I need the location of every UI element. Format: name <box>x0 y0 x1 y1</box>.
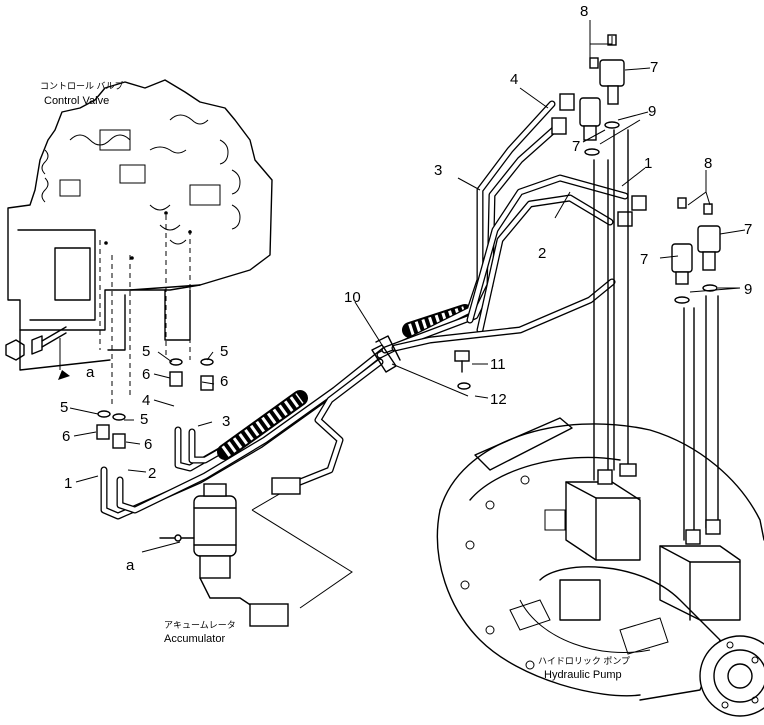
callout-12: 12 <box>490 391 507 408</box>
accumulator <box>159 477 353 627</box>
callout-6-a: 6 <box>142 366 150 383</box>
accumulator-label-jp: アキュームレータ <box>164 620 236 630</box>
callout-9-top: 9 <box>648 103 656 120</box>
clamp-assembly <box>371 335 471 397</box>
callout-6-b: 6 <box>220 373 228 390</box>
callout-7-lower-right: 7 <box>744 221 752 238</box>
pump-fittings-lower <box>617 195 721 304</box>
callout-11: 11 <box>490 356 506 373</box>
hose-bundle <box>100 100 629 520</box>
control-valve <box>5 79 273 405</box>
pump-fittings-upper <box>551 34 625 156</box>
callout-4-left: 4 <box>142 392 150 409</box>
text-labels: コントロール バルブ Control Valve アキュームレータ Accumu… <box>40 80 630 681</box>
callout-2-left: 2 <box>148 465 156 482</box>
callout-8-lower: 8 <box>704 155 712 172</box>
callout-5-c: 5 <box>60 399 68 416</box>
callout-5-d: 5 <box>140 411 148 428</box>
view-ref-a-top: a <box>86 364 95 381</box>
callout-7-lower-left: 7 <box>640 251 648 268</box>
hydraulic-pump <box>436 417 764 717</box>
callout-2-right: 2 <box>538 245 546 262</box>
callout-numbers: 8 7 4 9 7 1 3 8 7 7 2 9 10 11 12 5 5 6 6… <box>60 3 752 492</box>
valve-fittings <box>96 358 214 449</box>
callout-6-c: 6 <box>62 428 70 445</box>
callout-10: 10 <box>344 289 361 306</box>
view-ref-a-bottom: a <box>126 557 135 574</box>
leader-lines <box>59 20 746 553</box>
callout-5-a: 5 <box>142 343 150 360</box>
callout-1-right: 1 <box>644 155 652 172</box>
callout-3-left: 3 <box>222 413 230 430</box>
callout-7-top: 7 <box>650 59 658 76</box>
callout-7-mid: 7 <box>572 138 580 155</box>
hydraulic-pump-label: Hydraulic Pump <box>544 669 622 681</box>
callout-5-b: 5 <box>220 343 228 360</box>
accumulator-label: Accumulator <box>164 633 225 645</box>
callout-4-right: 4 <box>510 71 518 88</box>
callout-8-top: 8 <box>580 3 588 20</box>
hydraulic-pump-label-jp: ハイドロリック ポンプ <box>538 656 630 666</box>
control-valve-label: Control Valve <box>44 95 109 107</box>
pump-pipes <box>593 129 719 541</box>
callout-6-d: 6 <box>144 436 152 453</box>
callout-9-lower: 9 <box>744 281 752 298</box>
side-bolt <box>5 326 67 361</box>
callout-1-left: 1 <box>64 475 72 492</box>
callout-3-right: 3 <box>434 162 442 179</box>
control-valve-label-jp: コントロール バルブ <box>40 80 124 91</box>
